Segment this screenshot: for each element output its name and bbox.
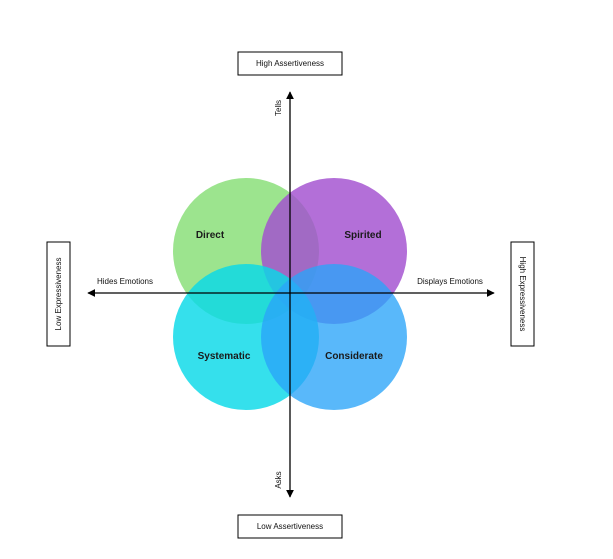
high-expressiveness-box: High Expressiveness <box>510 241 535 347</box>
displays-emotions-label: Displays Emotions <box>417 277 483 286</box>
high-expressiveness-text: High Expressiveness <box>518 257 527 332</box>
high-assertiveness-box: High Assertiveness <box>237 51 343 76</box>
low-expressiveness-text: Low Expressiveness <box>54 258 63 331</box>
low-expressiveness-box: Low Expressiveness <box>46 241 71 347</box>
high-assertiveness-text: High Assertiveness <box>256 59 324 68</box>
considerate-label: Considerate <box>325 351 383 362</box>
considerate-circle <box>261 264 407 410</box>
low-assertiveness-box: Low Assertiveness <box>237 514 343 539</box>
direct-label: Direct <box>196 230 225 241</box>
spirited-label: Spirited <box>344 230 381 241</box>
low-assertiveness-text: Low Assertiveness <box>257 522 323 531</box>
asks-label: Asks <box>274 471 283 488</box>
quadrant-circles <box>173 178 407 410</box>
tells-label: Tells <box>274 100 283 116</box>
hides-emotions-label: Hides Emotions <box>97 277 153 286</box>
systematic-label: Systematic <box>198 351 251 362</box>
